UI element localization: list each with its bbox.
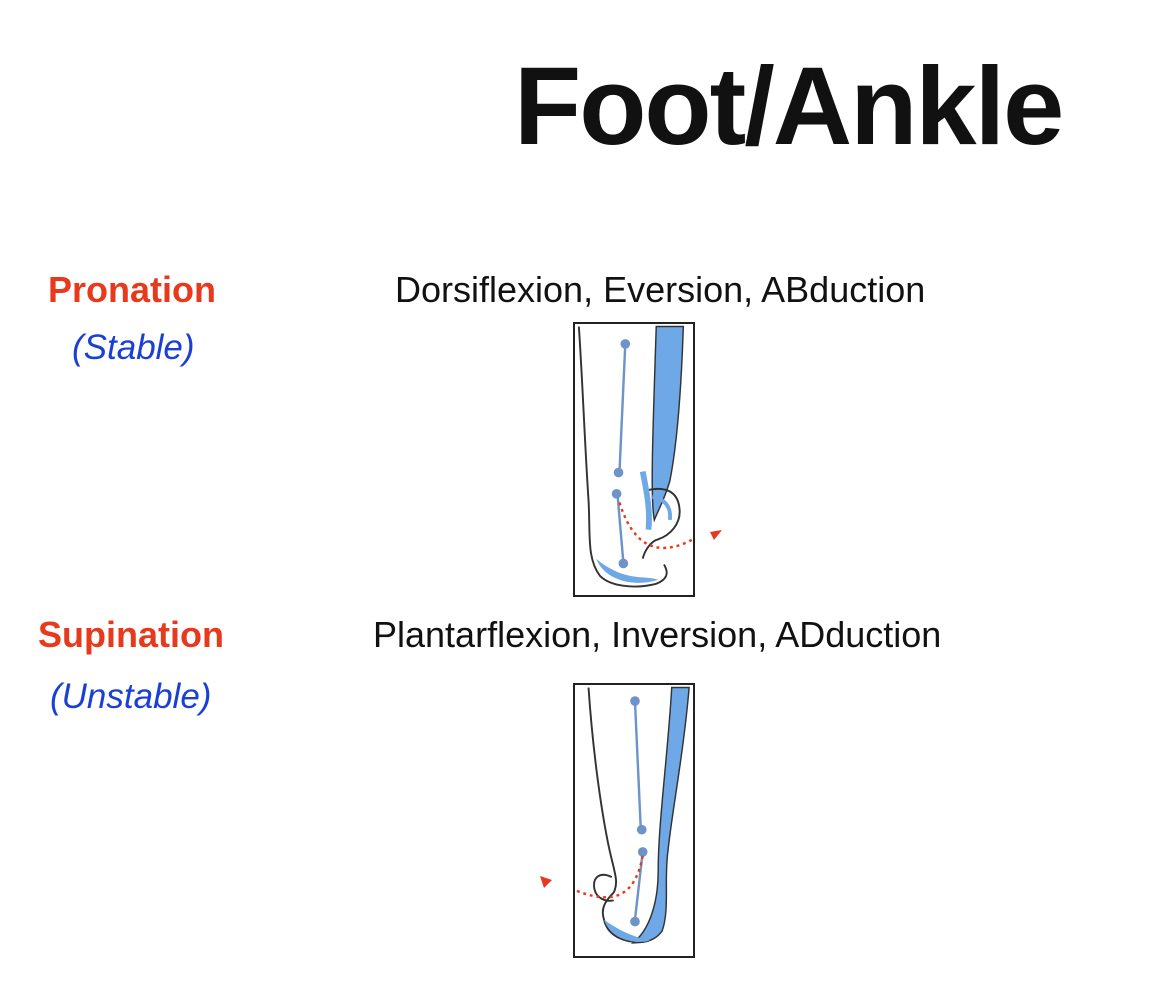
supination-foot-illustration — [573, 683, 695, 958]
pronation-arrow-head — [710, 530, 722, 540]
pronation-note: (Stable) — [72, 328, 195, 367]
supination-note: (Unstable) — [50, 677, 212, 716]
slide-title: Foot/Ankle — [514, 45, 1064, 168]
supination-motions: Plantarflexion, Inversion, ADduction — [373, 614, 942, 655]
pronation-term: Pronation — [48, 269, 216, 310]
supination-term: Supination — [38, 614, 224, 655]
supination-arrow-head — [540, 876, 552, 888]
pronation-foot-illustration — [573, 322, 695, 597]
pronation-motions: Dorsiflexion, Eversion, ABduction — [395, 269, 926, 310]
